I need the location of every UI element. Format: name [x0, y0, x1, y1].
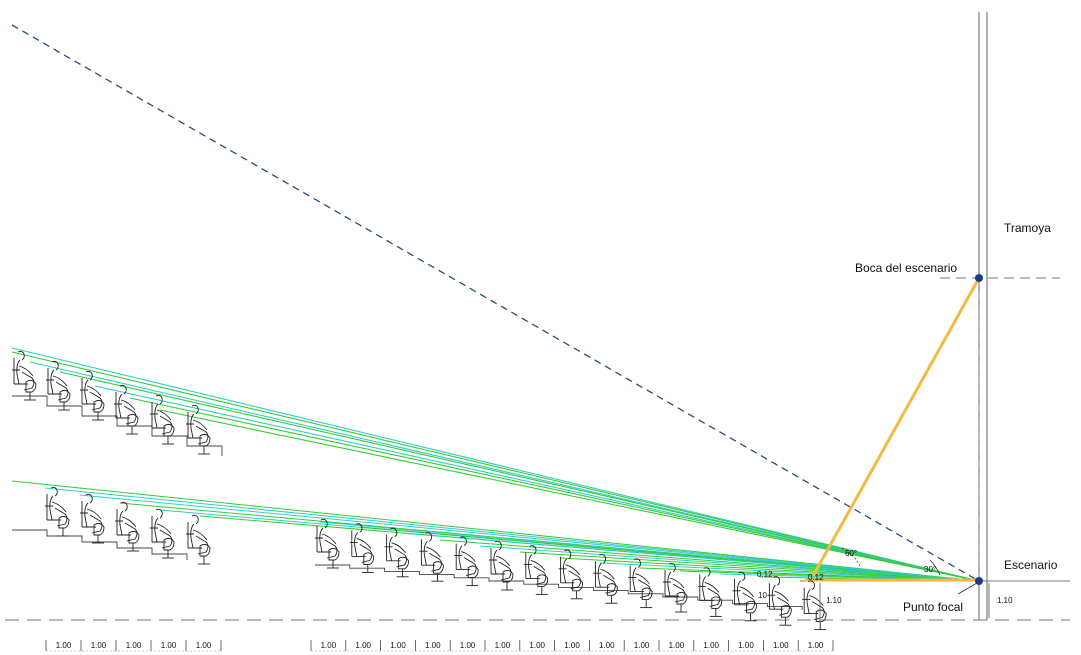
sight-line-upper [159, 409, 980, 582]
seat-figure [802, 580, 827, 631]
seat-figure [150, 508, 175, 559]
step-profiles [12, 395, 803, 610]
sight-line-lower [599, 562, 980, 582]
sight-line-lower [44, 487, 980, 582]
seat-figure [489, 540, 514, 591]
lower-dimension-string: 1.00 1.00 1.00 1.00 1.00 1.00 1.00 1.00 1.00 1.00… [310, 640, 834, 652]
dim-label: 1.00 [91, 641, 107, 650]
dim-label: 1.00 [355, 641, 371, 650]
dim-label: 1.00 [196, 641, 212, 650]
seat-figure [115, 501, 140, 552]
orange-proscenium-line [811, 277, 981, 577]
front-height-label: 1.10 [826, 596, 842, 605]
sight-line-upper [11, 347, 980, 582]
riser-label-a: 0.12 [757, 570, 773, 579]
seat-figure [114, 384, 139, 435]
seat-figure [663, 562, 688, 613]
seat-figure [523, 545, 549, 595]
seat-figure [150, 394, 175, 445]
dim-label: 1.00 [390, 641, 406, 650]
angle-60-arc [841, 547, 861, 567]
seat-figure [454, 536, 479, 587]
upper-dimension-string: 1.00 1.00 1.00 1.00 1.00 [45, 640, 222, 652]
seat-figure [80, 493, 105, 544]
sight-line-lower [399, 532, 980, 582]
dim-label: 1.00 [669, 641, 685, 650]
sight-lines [11, 347, 980, 582]
tramoya-label: Tramoya [1004, 221, 1051, 235]
seat-figure [80, 370, 105, 421]
main-step-profile [315, 564, 803, 610]
punto-focal-label: Punto focal [903, 600, 963, 614]
seat-figure [384, 527, 410, 578]
sight-line-upper [129, 397, 980, 582]
dim-label: 1.00 [634, 641, 650, 650]
left-step-profile [12, 529, 188, 560]
seat-figure [12, 350, 37, 401]
sight-line-upper [94, 385, 980, 582]
seat-figure [558, 549, 584, 600]
seat-figure [767, 576, 792, 626]
sight-line-upper [11, 351, 980, 582]
sight-line-lower [559, 557, 980, 582]
dim-label: 1.00 [161, 641, 177, 650]
step-label: 10 [758, 591, 767, 600]
seat-figure [419, 532, 444, 582]
boca-label: Boca del escenario [855, 261, 957, 275]
upper-step-profile [12, 395, 223, 456]
dim-label: 1.00 [495, 641, 511, 650]
dim-label: 1.00 [703, 641, 719, 650]
sight-line-lower [519, 551, 980, 582]
seat-figure [45, 486, 70, 537]
dim-label: 1.00 [738, 641, 754, 650]
dim-label: 1.00 [321, 641, 337, 650]
focal-leader [957, 582, 978, 595]
seat-rows [12, 350, 827, 631]
seat-figure [315, 518, 340, 569]
seat-figure [732, 571, 758, 622]
seat-figure [186, 404, 211, 455]
dim-label: 1.00 [529, 641, 545, 650]
dim-label: 1.00 [425, 641, 441, 650]
seat-figure [46, 360, 71, 411]
angle-60-label: 60° [845, 549, 857, 558]
upper-sight-limit-line [11, 24, 980, 582]
seat-figure [593, 554, 618, 604]
seat-figure [349, 523, 375, 573]
riser-label-b: 0.12 [808, 573, 824, 582]
proscenium-point [975, 274, 983, 282]
dim-label: 1.00 [56, 641, 72, 650]
sight-line-lower [79, 494, 980, 582]
escenario-label: Escenario [1004, 558, 1058, 572]
dim-label: 1.00 [460, 641, 476, 650]
sight-line-lower [439, 539, 980, 582]
stage-height-label: 1.10 [997, 596, 1013, 605]
dim-label: 1.00 [808, 641, 824, 650]
seat-figure [628, 558, 653, 609]
angle-30-arc [929, 559, 941, 576]
seat-figure [697, 567, 723, 617]
sight-line-lower [479, 545, 980, 582]
dim-label: 1.00 [564, 641, 580, 650]
dim-label: 1.00 [773, 641, 789, 650]
sight-line-lower [11, 480, 980, 582]
dim-label: 1.00 [126, 641, 142, 650]
dim-label: 1.00 [599, 641, 615, 650]
sight-line-upper [59, 371, 980, 582]
seat-figure [186, 514, 211, 565]
angle-30-label: 30° [924, 565, 936, 574]
